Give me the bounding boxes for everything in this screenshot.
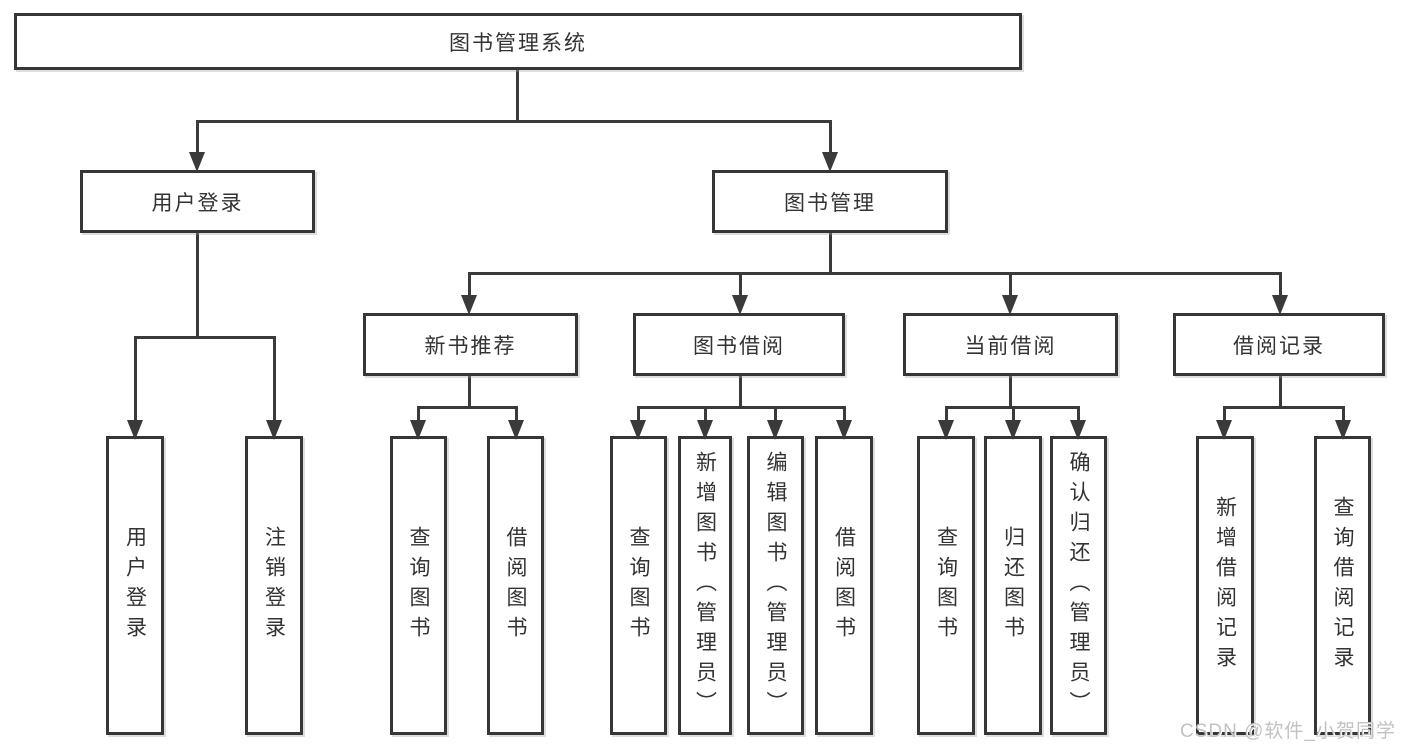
node-label: 图书借阅 xyxy=(693,334,785,358)
node-label: 图书管理系统 xyxy=(449,31,587,55)
arrow-down-icon xyxy=(410,420,426,440)
connector-line xyxy=(1012,406,1015,421)
node-label: 查询图书 xyxy=(627,525,650,646)
node-label: 新增图书（管理员） xyxy=(693,450,717,721)
node-label: 图书管理 xyxy=(784,191,876,215)
connector-line xyxy=(739,376,742,408)
connector-line xyxy=(468,272,1281,275)
connector-line xyxy=(945,406,1079,409)
arrow-down-icon xyxy=(508,420,524,440)
arrow-down-icon xyxy=(1002,295,1018,315)
node-user-login: 用户登录 xyxy=(80,170,315,233)
arrow-down-icon xyxy=(189,152,205,172)
connector-line xyxy=(945,406,948,421)
leaf-query-books-recommend: 查询图书 xyxy=(390,436,447,735)
node-label: 借阅记录 xyxy=(1233,334,1325,358)
connector-line xyxy=(196,120,831,123)
connector-line xyxy=(637,406,845,409)
arrow-down-icon xyxy=(1216,420,1232,440)
connector-line xyxy=(516,70,519,121)
leaf-return-books: 归还图书 xyxy=(984,436,1042,735)
arrow-down-icon xyxy=(767,420,783,440)
arrow-down-icon xyxy=(1272,295,1288,315)
node-borrowing-records: 借阅记录 xyxy=(1173,313,1385,376)
connector-line xyxy=(1009,272,1012,297)
arrow-down-icon xyxy=(1070,420,1086,440)
arrow-down-icon xyxy=(461,295,477,315)
connector-line xyxy=(417,406,420,421)
node-label: 借阅图书 xyxy=(504,525,527,646)
leaf-confirm-return-admin: 确认归还（管理员） xyxy=(1050,436,1107,735)
leaf-query-borrow-record: 查询借阅记录 xyxy=(1314,436,1371,735)
connector-line xyxy=(1077,406,1080,421)
node-current-borrowing: 当前借阅 xyxy=(903,313,1118,376)
node-label: 注销登录 xyxy=(262,525,286,646)
connector-line xyxy=(196,233,199,338)
leaf-logout: 注销登录 xyxy=(245,436,303,735)
node-new-book-recommend: 新书推荐 xyxy=(363,313,578,376)
leaf-borrow-books: 借阅图书 xyxy=(815,436,873,735)
connector-line xyxy=(1223,406,1226,421)
connector-line xyxy=(134,336,275,339)
arrow-down-icon xyxy=(1005,420,1021,440)
node-library-system: 图书管理系统 xyxy=(14,13,1022,70)
arrow-down-icon xyxy=(822,152,838,172)
connector-line xyxy=(1223,406,1344,409)
connector-line xyxy=(774,406,777,421)
connector-line xyxy=(417,406,517,409)
node-book-borrowing: 图书借阅 xyxy=(633,313,845,376)
connector-line xyxy=(1342,406,1345,421)
leaf-borrow-books-recommend: 借阅图书 xyxy=(487,436,544,735)
leaf-edit-books-admin: 编辑图书（管理员） xyxy=(747,436,804,735)
connector-line xyxy=(134,336,137,420)
connector-line xyxy=(829,233,832,274)
leaf-user-login: 用户登录 xyxy=(106,436,164,735)
leaf-add-books-admin: 新增图书（管理员） xyxy=(678,436,732,735)
connector-line xyxy=(704,406,707,421)
connector-line xyxy=(1279,376,1282,408)
arrow-down-icon xyxy=(630,420,646,440)
arrow-down-icon xyxy=(836,420,852,440)
node-label: 当前借阅 xyxy=(964,334,1057,358)
node-label: 确认归还（管理员） xyxy=(1067,450,1090,721)
connector-line xyxy=(273,336,276,420)
connector-line xyxy=(843,406,846,421)
leaf-query-books-current: 查询图书 xyxy=(917,436,975,735)
connector-line xyxy=(739,272,742,297)
leaf-query-books-borrowing: 查询图书 xyxy=(610,436,667,735)
connector-line xyxy=(637,406,640,421)
connector-line xyxy=(468,376,471,408)
csdn-watermark: CSDN @软件_小贺同学 xyxy=(1180,721,1396,742)
connector-line xyxy=(1279,272,1282,297)
arrow-down-icon xyxy=(697,420,713,440)
node-label: 查询图书 xyxy=(934,525,958,646)
connector-line xyxy=(196,120,199,154)
node-label: 查询借阅记录 xyxy=(1331,495,1354,676)
connector-line xyxy=(468,272,471,297)
node-label: 归还图书 xyxy=(1001,525,1025,646)
node-label: 编辑图书（管理员） xyxy=(764,450,787,721)
connector-line xyxy=(1009,376,1012,408)
arrow-down-icon xyxy=(127,420,143,440)
connector-line xyxy=(829,120,832,154)
node-label: 新增借阅记录 xyxy=(1213,495,1237,676)
node-label: 查询图书 xyxy=(407,525,430,646)
node-label: 借阅图书 xyxy=(832,525,856,646)
leaf-add-borrow-record: 新增借阅记录 xyxy=(1196,436,1254,735)
node-book-management: 图书管理 xyxy=(712,170,948,233)
node-label: 用户登录 xyxy=(123,525,147,646)
node-label: 用户登录 xyxy=(151,191,244,215)
node-label: 新书推荐 xyxy=(424,334,517,358)
connector-line xyxy=(515,406,518,421)
arrow-down-icon xyxy=(732,295,748,315)
arrow-down-icon xyxy=(1335,420,1351,440)
arrow-down-icon xyxy=(938,420,954,440)
arrow-down-icon xyxy=(266,420,282,440)
